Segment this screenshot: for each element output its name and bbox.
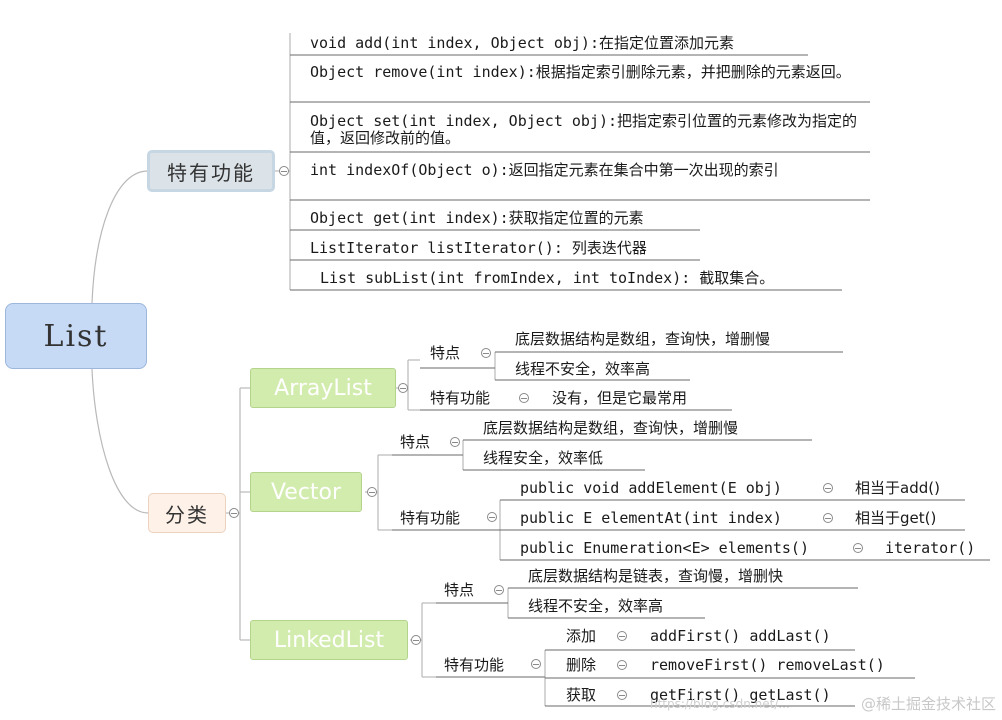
special-item: Object get(int index):获取指定位置的元素 — [310, 209, 644, 227]
special-item: int indexOf(Object o):返回指定元素在集合中第一次出现的索引 — [310, 161, 779, 179]
collapse-toggle-icon[interactable] — [519, 393, 529, 403]
collapse-toggle-icon[interactable] — [450, 437, 460, 447]
collapse-toggle-icon[interactable] — [617, 631, 627, 641]
arraylist-special-label: 特有功能 — [430, 389, 491, 407]
vector-method-signature: public Enumeration<E> elements() — [520, 539, 809, 557]
vector-feature: 底层数据结构是数组，查询快，增删慢 — [483, 419, 739, 437]
linkedlist-op-label: 删除 — [566, 656, 597, 674]
linkedlist-op-value: addFirst() addLast() — [650, 627, 831, 645]
collapse-toggle-icon[interactable] — [823, 483, 833, 493]
linkedlist-op-value: getFirst() getLast() — [650, 686, 831, 704]
collapse-toggle-icon[interactable] — [367, 487, 377, 497]
collapse-toggle-icon[interactable] — [823, 513, 833, 523]
vector-feature: 线程安全，效率低 — [483, 449, 604, 467]
linkedlist-op-label: 添加 — [566, 627, 597, 645]
node-classification[interactable]: 分类 — [148, 493, 226, 533]
collapse-toggle-icon[interactable] — [494, 585, 504, 595]
linkedlist-feature: 线程不安全，效率高 — [528, 597, 664, 615]
arraylist-feature: 线程不安全，效率高 — [515, 360, 651, 378]
collapse-toggle-icon[interactable] — [481, 348, 491, 358]
watermark-brand: @稀土掘金技术社区 — [860, 695, 996, 713]
watermark-url: https://blog.csdn.net/... — [650, 697, 790, 711]
vector-method-equivalent: 相当于get() — [855, 509, 937, 527]
arraylist-special-value: 没有，但是它最常用 — [552, 389, 688, 407]
special-item: Object remove(int index):根据指定索引删除元素，并把删除… — [310, 63, 851, 81]
vector-method-equivalent: iterator() — [885, 539, 976, 557]
node-special-functions[interactable]: 特有功能 — [147, 150, 275, 192]
collapse-toggle-icon[interactable] — [411, 635, 421, 645]
linkedlist-special-label: 特有功能 — [444, 656, 505, 674]
collapse-toggle-icon[interactable] — [617, 690, 627, 700]
vector-special-label: 特有功能 — [400, 509, 461, 527]
collapse-toggle-icon[interactable] — [531, 659, 541, 669]
collapse-toggle-icon[interactable] — [398, 383, 408, 393]
linkedlist-features-label: 特点 — [444, 581, 475, 599]
collapse-toggle-icon[interactable] — [617, 660, 627, 670]
node-linkedlist[interactable]: LinkedList — [250, 620, 408, 660]
collapse-toggle-icon[interactable] — [853, 543, 863, 553]
vector-features-label: 特点 — [400, 433, 431, 451]
linkedlist-feature: 底层数据结构是链表，查询慢，增删快 — [528, 567, 784, 585]
arraylist-features-label: 特点 — [430, 344, 461, 362]
arraylist-feature: 底层数据结构是数组，查询快，增删慢 — [515, 330, 771, 348]
node-vector[interactable]: Vector — [250, 472, 362, 512]
special-item: Object set(int index, Object obj):把指定索引位… — [310, 112, 858, 147]
vector-method-equivalent: 相当于add() — [855, 479, 940, 497]
collapse-toggle-icon[interactable] — [229, 508, 239, 518]
vector-method-signature: public E elementAt(int index) — [520, 509, 782, 527]
collapse-toggle-icon[interactable] — [279, 166, 289, 176]
linkedlist-op-value: removeFirst() removeLast() — [650, 656, 885, 674]
vector-method-signature: public void addElement(E obj) — [520, 479, 782, 497]
special-item: ListIterator listIterator(): 列表迭代器 — [310, 239, 647, 257]
node-arraylist[interactable]: ArrayList — [250, 368, 396, 408]
linkedlist-op-label: 获取 — [566, 686, 597, 704]
special-item: void add(int index, Object obj):在指定位置添加元… — [310, 34, 734, 52]
root-node-list[interactable]: List — [5, 303, 147, 369]
special-item: List subList(int fromIndex, int toIndex)… — [320, 269, 775, 287]
collapse-toggle-icon[interactable] — [487, 512, 497, 522]
